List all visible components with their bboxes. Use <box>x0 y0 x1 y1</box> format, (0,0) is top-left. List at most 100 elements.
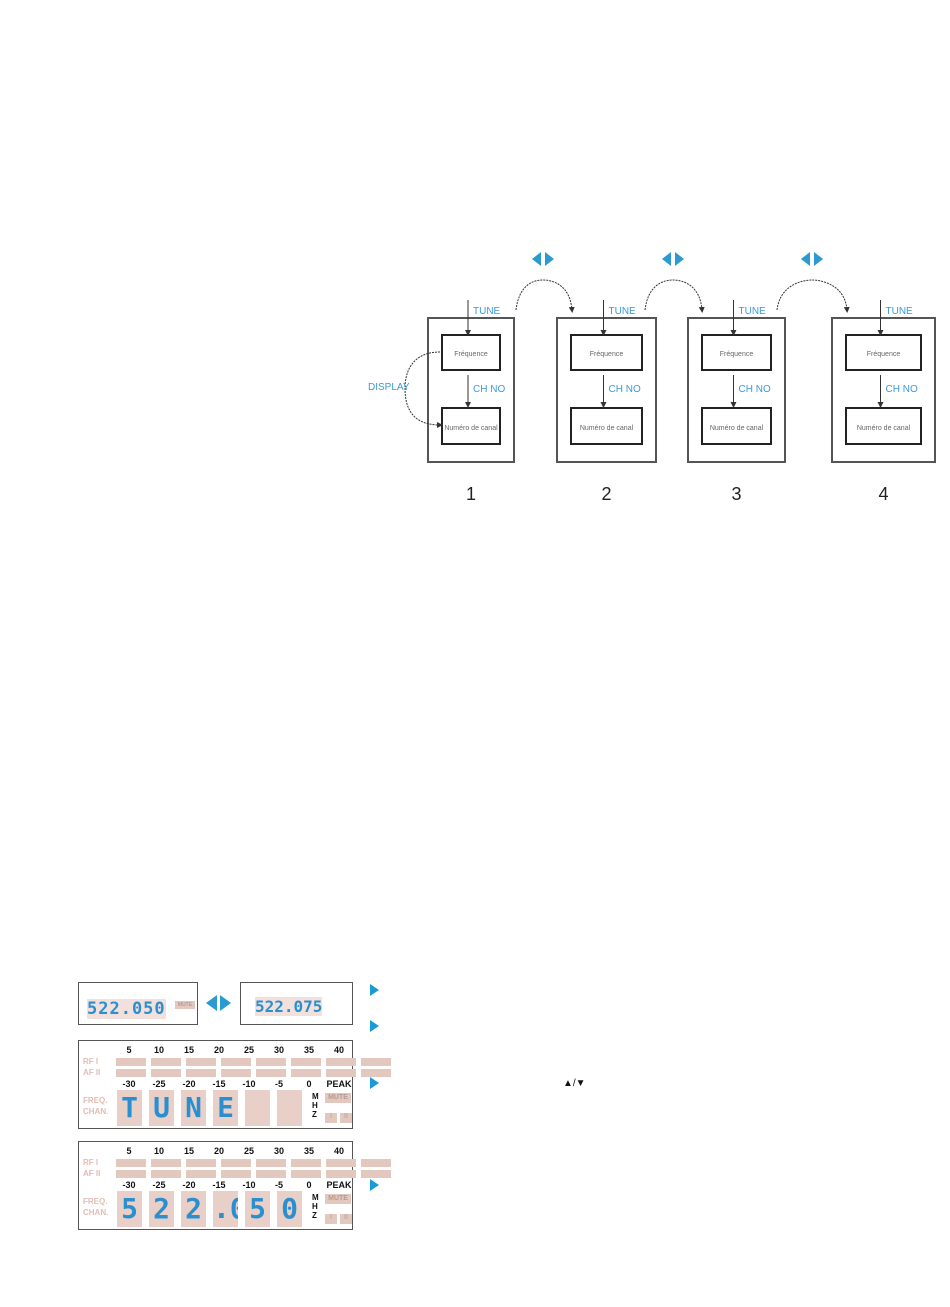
rf-label: RF I <box>83 1158 99 1167</box>
column-number: 3 <box>731 484 741 504</box>
scale-top-label: 20 <box>213 1045 224 1055</box>
meter-segment <box>326 1170 356 1178</box>
lcd-digit: N <box>181 1090 206 1126</box>
scale-bottom-label: -25 <box>152 1079 166 1089</box>
lcd-digit: 2 <box>181 1191 206 1227</box>
lcd-small-left: 522.050 MUTE <box>78 982 198 1025</box>
lcd-digit: E <box>213 1090 238 1126</box>
chno-label: CH NO <box>609 384 641 395</box>
tune-label: TUNE <box>609 306 637 317</box>
chan-label: CHAN. <box>83 1107 109 1116</box>
scale-top-label: 20 <box>213 1146 224 1156</box>
mode-switch-arrow <box>515 252 575 313</box>
up-down-arrows-icon: ▲/▼ <box>563 1078 586 1089</box>
tune-label: TUNE <box>473 306 501 317</box>
mhz-letter: M <box>312 1092 319 1101</box>
scale-bottom-label: 0 <box>306 1079 312 1089</box>
channel-box-label: Numéro de canal <box>580 425 634 432</box>
scale-bottom-label: -20 <box>182 1079 196 1089</box>
mute-indicator: MUTE <box>175 1001 195 1009</box>
chno-label: CH NO <box>473 384 505 395</box>
frequency-readout: 522.075 <box>255 997 323 1016</box>
scale-bottom-label: 0 <box>306 1180 312 1190</box>
lcd-digit: 0 <box>277 1191 302 1227</box>
lcd-digit: T <box>117 1090 142 1126</box>
scale-top-label: 5 <box>126 1045 132 1055</box>
meter-segment <box>221 1159 251 1167</box>
meter-segment <box>256 1170 286 1178</box>
scale-bottom-label: -25 <box>152 1180 166 1190</box>
meter-segment <box>291 1069 321 1077</box>
mhz-letter: M <box>312 1193 319 1202</box>
meter-segment <box>326 1069 356 1077</box>
frequency-box <box>701 334 772 371</box>
meter-segment <box>291 1058 321 1066</box>
frequency-readout: 522.050 <box>87 999 166 1019</box>
meter-segment <box>116 1159 146 1167</box>
lcd-digit <box>277 1090 302 1126</box>
scale-top-label: 30 <box>273 1146 284 1156</box>
scale-bottom-label: -20 <box>182 1180 196 1190</box>
frequency-box-label: Fréquence <box>720 351 754 358</box>
mode-frame <box>831 317 936 463</box>
scale-top-label: 40 <box>333 1045 344 1055</box>
column-number: 2 <box>601 484 611 504</box>
freq-label: FREQ. <box>83 1096 108 1105</box>
meter-segment <box>221 1170 251 1178</box>
scale-bottom-label: -10 <box>242 1180 256 1190</box>
channel-ii-indicator: II <box>340 1113 352 1123</box>
meter-segment <box>151 1058 181 1066</box>
scale-top-label: 25 <box>243 1146 254 1156</box>
left-right-arrows-icon <box>801 252 823 266</box>
mute-indicator: MUTE <box>325 1194 351 1204</box>
channel-box-label: Numéro de canal <box>444 425 498 432</box>
scale-top-label: 15 <box>183 1045 194 1055</box>
meter-segment <box>361 1170 391 1178</box>
scale-bottom-label: -15 <box>212 1079 226 1089</box>
left-right-arrows-icon <box>204 994 234 1017</box>
freq-label: FREQ. <box>83 1197 108 1206</box>
scale-bottom-label: -30 <box>122 1180 136 1190</box>
mhz-letter: H <box>312 1201 318 1211</box>
channel-number-box <box>570 407 643 445</box>
lcd-digit: .0 <box>213 1191 238 1227</box>
scale-top-label: 30 <box>273 1045 284 1055</box>
lcd-digit: U <box>149 1090 174 1126</box>
mode-switch-arrow <box>776 252 850 313</box>
af-label: AF II <box>83 1169 101 1178</box>
meter-segment <box>116 1069 146 1077</box>
meter-segment <box>151 1159 181 1167</box>
scale-bottom-label: -30 <box>122 1079 136 1089</box>
meter-segment <box>221 1069 251 1077</box>
lcd-small-right: 522.075 <box>240 982 353 1025</box>
mhz-letter: Z <box>312 1109 317 1119</box>
meter-segment <box>186 1069 216 1077</box>
tune-label: TUNE <box>739 306 767 317</box>
meter-segment <box>256 1159 286 1167</box>
display-loop-arrow <box>404 351 443 428</box>
bullet-arrow-icon <box>370 1179 379 1191</box>
scale-bottom-label: -5 <box>274 1079 283 1089</box>
chan-label: CHAN. <box>83 1208 109 1217</box>
meter-segment <box>151 1170 181 1178</box>
scale-top-label: 10 <box>153 1045 164 1055</box>
lcd-digit: 5 <box>245 1191 270 1227</box>
mode-frame <box>427 317 515 463</box>
lcd-digit: 2 <box>149 1191 174 1227</box>
meter-segment <box>256 1058 286 1066</box>
scale-top-label: 35 <box>303 1146 314 1156</box>
frequency-box <box>845 334 922 371</box>
bullet-arrow-icon <box>370 1020 379 1032</box>
chno-label: CH NO <box>886 384 918 395</box>
chno-label: CH NO <box>739 384 771 395</box>
scale-top-label: 35 <box>303 1045 314 1055</box>
frequency-box-label: Fréquence <box>454 351 488 358</box>
channel-ii-indicator: II <box>340 1214 352 1224</box>
mhz-letter: H <box>312 1100 318 1110</box>
mhz-letter: Z <box>312 1210 317 1220</box>
scale-top-label: 10 <box>153 1146 164 1156</box>
meter-segment <box>256 1069 286 1077</box>
